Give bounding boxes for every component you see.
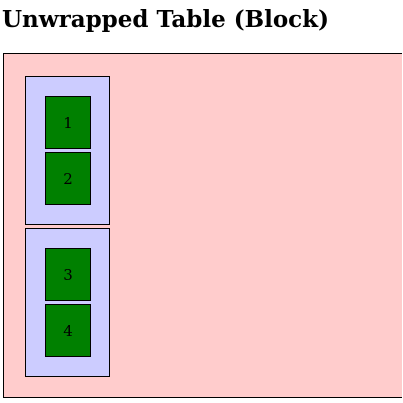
- page-title: Unwrapped Table (Block): [2, 6, 329, 33]
- table-cell-3: 3: [45, 248, 91, 301]
- outer-table: 1 2 3 4: [3, 53, 402, 398]
- table-row: 1 2: [25, 76, 110, 225]
- table-cell-1: 1: [45, 96, 91, 149]
- table-cell-4: 4: [45, 304, 91, 357]
- table-row: 3 4: [25, 228, 110, 377]
- table-cell-2: 2: [45, 152, 91, 205]
